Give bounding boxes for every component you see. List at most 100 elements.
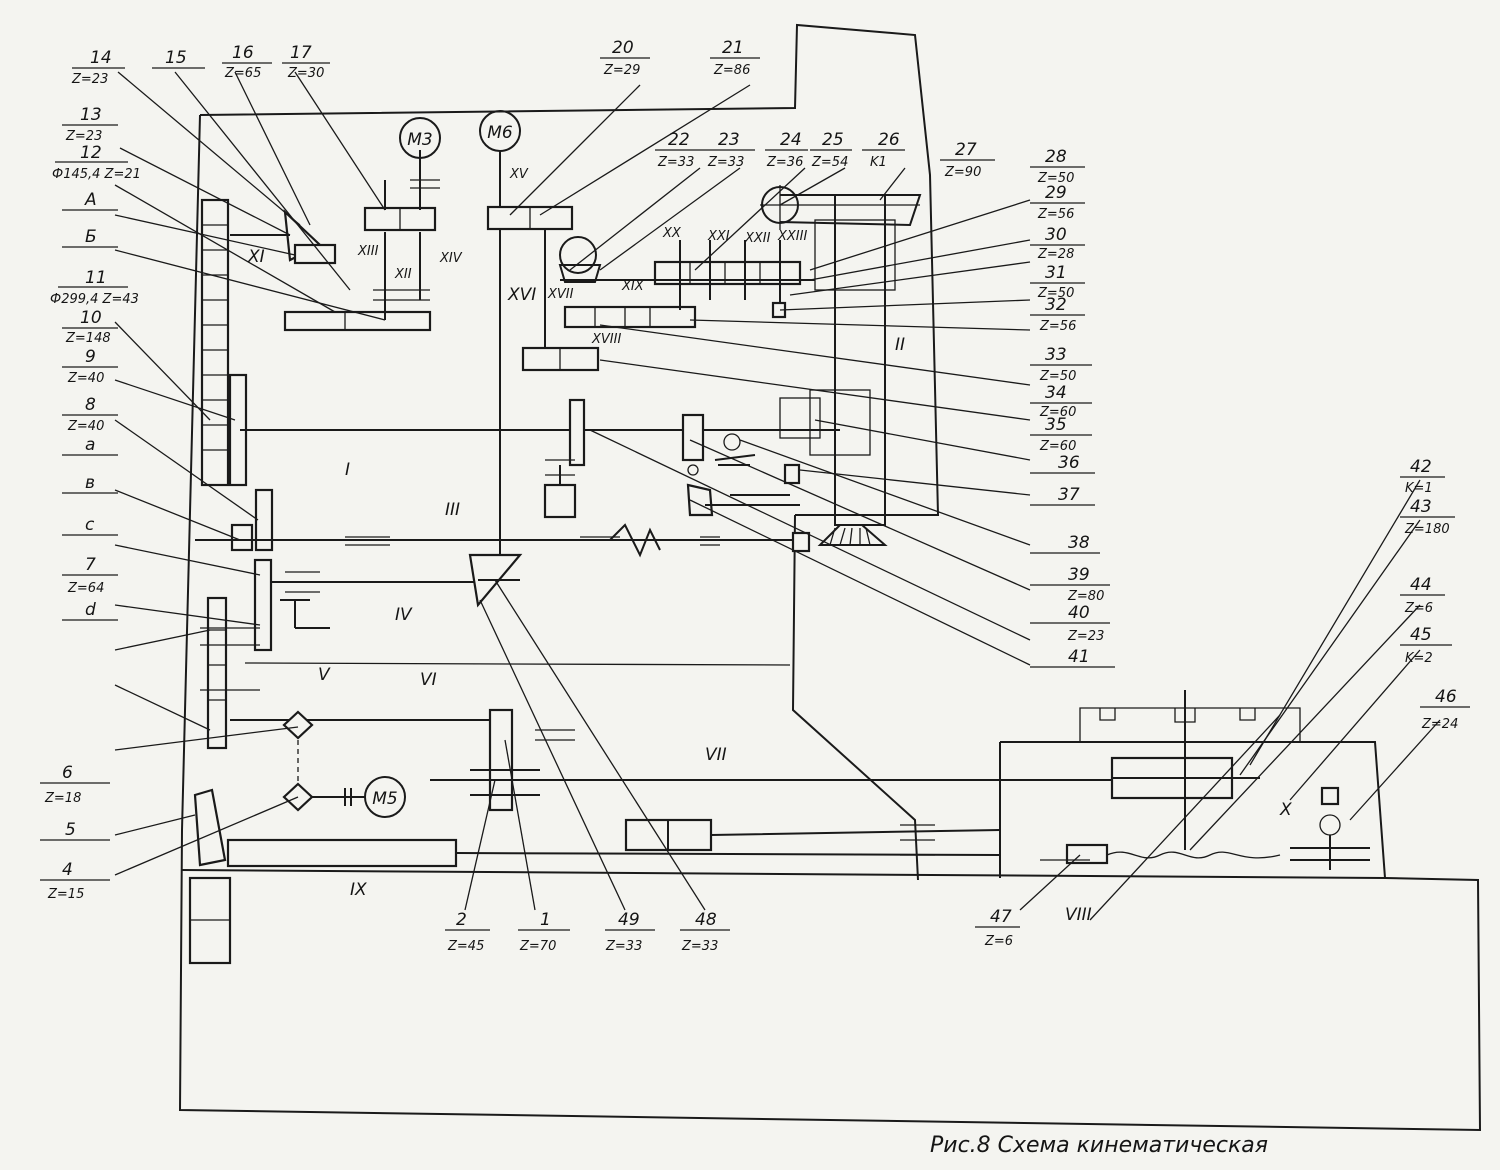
svg-text:Z=70: Z=70 — [519, 939, 556, 954]
svg-text:36: 36 — [1058, 453, 1080, 473]
label-30: 30Z=28 — [1030, 225, 1085, 262]
svg-text:35: 35 — [1045, 415, 1067, 435]
svg-text:14: 14 — [90, 48, 112, 68]
label-34: 34Z=60 — [1030, 383, 1092, 420]
label-9: 9Z=40 — [62, 347, 118, 386]
shaft-XIV: XIV — [439, 251, 463, 266]
label-6: 6Z=18 — [40, 763, 110, 806]
label-28: 28Z=50 — [1030, 147, 1085, 186]
shaft-XXI: XXI — [707, 229, 730, 244]
shaft-I: I — [345, 460, 350, 480]
motor-m5-label: M5 — [372, 789, 397, 809]
svg-text:Б: Б — [85, 227, 97, 247]
svg-text:Z=29: Z=29 — [603, 63, 640, 78]
shaft-V: V — [318, 665, 331, 685]
label-17: 17Z=30 — [282, 43, 330, 81]
coupling-6 — [282, 710, 314, 740]
svg-text:Z=56: Z=56 — [1039, 319, 1076, 334]
svg-text:Z=15: Z=15 — [47, 887, 84, 902]
svg-text:42: 42 — [1410, 457, 1432, 477]
svg-text:31: 31 — [1045, 263, 1067, 283]
label-33: 33Z=50 — [1030, 345, 1092, 384]
svg-text:Z=28: Z=28 — [1037, 247, 1074, 262]
label-27: 27Z=90 — [940, 140, 995, 180]
motor-m3-circle — [399, 117, 441, 159]
label-48: 48Z=33 — [680, 910, 730, 954]
label-35: 35Z=60 — [1030, 415, 1092, 454]
svg-text:4: 4 — [62, 860, 73, 880]
shaft-III: III — [445, 500, 460, 520]
svg-text:Z=23: Z=23 — [71, 72, 108, 87]
label-46: 46Z=24 — [1420, 687, 1470, 732]
svg-text:Z=56: Z=56 — [1037, 207, 1074, 222]
svg-text:Z=64: Z=64 — [67, 581, 104, 596]
label-36: 36 — [1030, 453, 1095, 474]
shaft-IX: IX — [350, 880, 367, 900]
label-20: 20Z=29 — [600, 38, 650, 78]
shaft-XVI: XVI — [507, 285, 536, 305]
svg-text:А: А — [84, 190, 97, 210]
shaft-XVII: XVII — [547, 287, 574, 302]
label-B: Б — [62, 227, 118, 248]
part-labels: 14Z=23 15 16Z=65 17Z=30 13Z=23 12Ф145,4 … — [40, 38, 1470, 954]
svg-text:Z=180: Z=180 — [1404, 522, 1450, 537]
svg-text:с: с — [85, 515, 95, 535]
svg-text:43: 43 — [1410, 497, 1432, 517]
label-29: 29Z=56 — [1030, 183, 1085, 222]
svg-text:Z=18: Z=18 — [44, 791, 81, 806]
svg-text:13: 13 — [80, 105, 102, 125]
svg-text:Ф145,4 Z=21: Ф145,4 Z=21 — [52, 167, 141, 182]
label-1: 1Z=70 — [518, 910, 570, 954]
svg-text:16: 16 — [232, 43, 254, 63]
label-39: 39Z=80 — [1030, 565, 1110, 604]
svg-text:Z=50: Z=50 — [1039, 369, 1076, 384]
svg-text:21: 21 — [722, 38, 744, 58]
motor-m3: M3 — [399, 117, 441, 159]
svg-text:Z=60: Z=60 — [1039, 405, 1076, 420]
shaft-XXII: XXII — [744, 231, 771, 246]
svg-text:8: 8 — [85, 395, 96, 415]
label-43: 43Z=180 — [1400, 497, 1455, 537]
svg-text:6: 6 — [62, 763, 73, 783]
shaft-XI: XI — [247, 247, 265, 267]
label-47: 47Z=6 — [975, 907, 1020, 949]
svg-text:Z=86: Z=86 — [713, 63, 750, 78]
svg-text:47: 47 — [990, 907, 1012, 927]
svg-text:Z=54: Z=54 — [811, 155, 848, 170]
figure-caption: Рис.8 Схема кинематическая — [930, 1133, 1268, 1158]
svg-text:K1: K1 — [870, 155, 887, 170]
central-gearbox — [468, 150, 815, 608]
svg-text:33: 33 — [1045, 345, 1067, 365]
label-16: 16Z=65 — [222, 43, 272, 81]
shaft-XV: XV — [509, 167, 529, 182]
motor-m5: M5 — [310, 776, 406, 818]
label-13: 13Z=23 — [62, 105, 118, 144]
label-41: 41 — [1030, 647, 1115, 668]
svg-text:Z=33: Z=33 — [681, 939, 718, 954]
svg-text:30: 30 — [1045, 225, 1067, 245]
shaft-II: II — [895, 335, 905, 355]
svg-text:27: 27 — [955, 140, 977, 160]
svg-text:40: 40 — [1068, 603, 1090, 623]
svg-text:46: 46 — [1435, 687, 1457, 707]
label-38: 38 — [1030, 533, 1100, 554]
svg-text:39: 39 — [1068, 565, 1090, 585]
label-14: 14Z=23 — [71, 48, 125, 87]
svg-text:9: 9 — [85, 347, 96, 367]
motor-m6-circle — [479, 110, 521, 152]
svg-text:Z=50: Z=50 — [1037, 171, 1074, 186]
label-40: 40Z=23 — [1030, 603, 1110, 644]
svg-text:Z=23: Z=23 — [1067, 629, 1104, 644]
svg-text:а: а — [85, 435, 95, 455]
label-23: 23Z=33 — [705, 130, 755, 170]
label-44: 44Z=6 — [1400, 575, 1445, 616]
label-32: 32Z=56 — [1030, 295, 1085, 334]
upper-left-gears — [230, 150, 440, 332]
svg-text:1: 1 — [540, 910, 551, 930]
svg-text:15: 15 — [165, 48, 187, 68]
svg-text:24: 24 — [780, 130, 802, 150]
spindle-column — [760, 185, 922, 546]
svg-text:Z=33: Z=33 — [707, 155, 744, 170]
svg-text:25: 25 — [822, 130, 844, 150]
svg-text:Z=23: Z=23 — [65, 129, 102, 144]
